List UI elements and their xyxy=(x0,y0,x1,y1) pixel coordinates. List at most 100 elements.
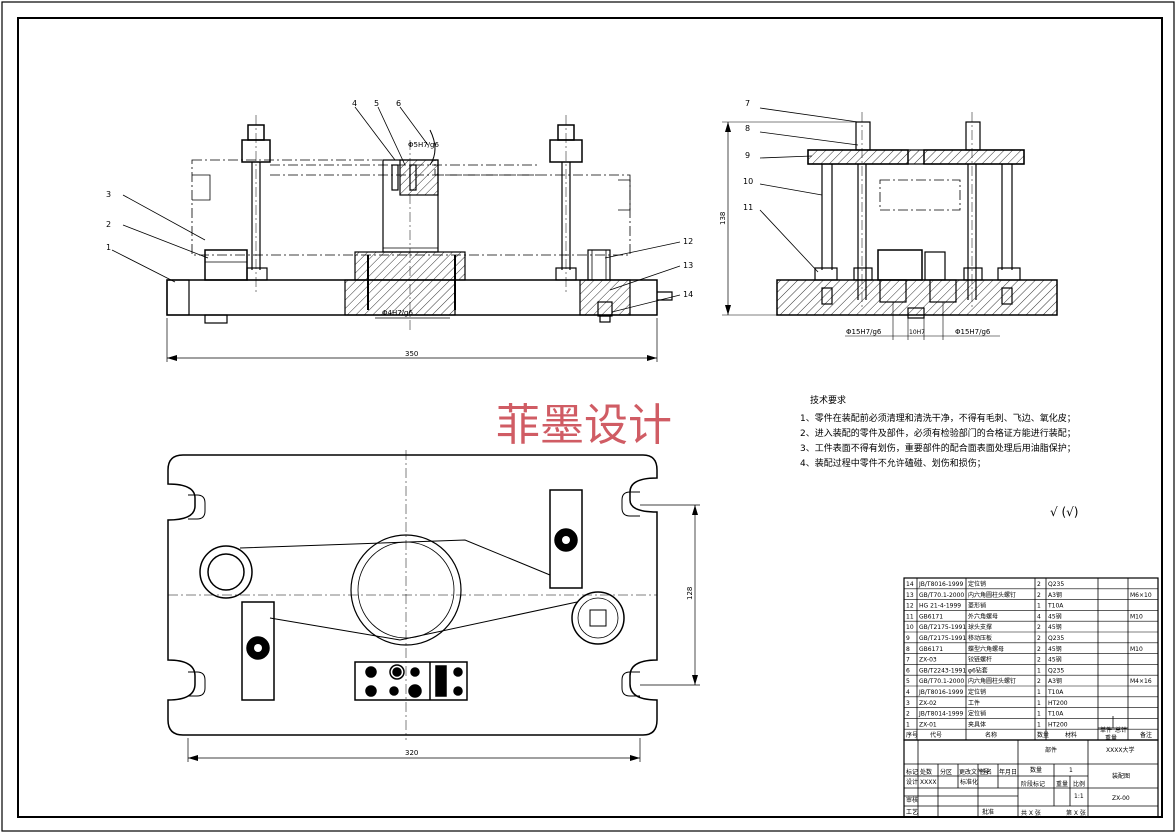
bom-cell: M10 xyxy=(1130,646,1143,653)
front-view xyxy=(111,106,681,362)
bom-cell: GB/T2175-1991 xyxy=(919,635,966,642)
callout-7: 7 xyxy=(745,99,750,108)
bom-cell: JB/T8016-1999 xyxy=(918,689,963,696)
tb-weight-label: 重量 xyxy=(1056,780,1068,788)
tech-requirements: 技术要求 1、零件在装配前必须清理和清洗干净，不得有毛刺、飞边、氧化皮； 2、进… xyxy=(800,394,1078,519)
inner-frame xyxy=(17,17,1163,818)
fit-side-mid: 10H7 xyxy=(909,329,925,336)
bom-cell: 1 xyxy=(1037,721,1041,728)
tb-designer-name: XXXX xyxy=(920,779,936,786)
bom-header-weight-cell: 重量 xyxy=(1105,734,1117,742)
side-view-labels: 7 8 9 10 11 138 Φ15H7/g6 10H7 Φ15H7/g6 xyxy=(719,99,991,336)
bom-cell: M6×10 xyxy=(1130,592,1152,599)
bom-cell: 2 xyxy=(1037,592,1041,599)
bom-cell: 9 xyxy=(906,635,910,642)
tb-part-label: 部件 xyxy=(1045,746,1057,754)
top-view xyxy=(167,450,700,762)
tb-sheet-no: 第 X 张 xyxy=(1066,809,1086,817)
bom-cell: GB6171 xyxy=(919,646,943,653)
callout-2: 2 xyxy=(106,220,111,229)
tb-zone-label: 分区 xyxy=(940,768,952,776)
bom-cell: 1 xyxy=(1037,689,1041,696)
bom-cell: 4 xyxy=(906,689,910,696)
bom-cell: JB/T8014-1999 xyxy=(918,711,963,718)
bom-cell: 8 xyxy=(906,646,910,653)
bom-cell: 4 xyxy=(1037,613,1041,620)
bom-cell: 45钢 xyxy=(1048,656,1062,664)
bom-cell: 外六角螺母 xyxy=(968,612,998,620)
dim-top-width: 320 xyxy=(405,749,418,757)
bom-cell: 2 xyxy=(1037,646,1041,653)
tb-drawing-no: ZX-00 xyxy=(1112,795,1130,802)
bom-cell: T10A xyxy=(1047,689,1064,696)
bom-cell: 7 xyxy=(906,657,910,664)
tb-stage-label: 阶段标记 xyxy=(1021,780,1045,788)
callout-13: 13 xyxy=(683,261,693,270)
bom-cell: 移动压板 xyxy=(968,634,992,642)
bom-cell: 铰链螺杆 xyxy=(968,656,992,664)
watermark: 菲墨设计 xyxy=(496,400,672,451)
front-view-labels: 1 2 3 4 5 6 12 13 14 350 Φ5H7/g6 Φ4H7/g6 xyxy=(106,99,693,358)
callout-1: 1 xyxy=(106,243,111,252)
bom-cell: GB/T2175-1991 xyxy=(919,624,966,631)
bom-cell: 3 xyxy=(906,700,910,707)
callout-10: 10 xyxy=(743,177,753,186)
bom-cell: 6 xyxy=(906,667,910,674)
callout-6: 6 xyxy=(396,99,401,108)
dim-front-width: 350 xyxy=(405,350,418,358)
side-view xyxy=(722,107,1058,340)
dim-top-height: 128 xyxy=(686,587,694,600)
roughness-symbol: √ (√) xyxy=(1050,505,1078,519)
bom-cell: φ6钻套 xyxy=(968,666,988,674)
bom-cell: GB/T2243-1991 xyxy=(919,667,966,674)
bom-header-cell: 代号 xyxy=(930,731,942,739)
tb-count-label: 处数 xyxy=(920,768,932,776)
bom-header-cell: 名称 xyxy=(985,731,997,739)
callout-3: 3 xyxy=(106,190,111,199)
tb-std-label: 标准化 xyxy=(960,778,978,786)
tb-designer-label: 设计 xyxy=(906,778,918,786)
bom-cell: 1 xyxy=(1037,667,1041,674)
tb-scale-label: 比例 xyxy=(1073,780,1085,788)
bom-cell: T10A xyxy=(1047,711,1064,718)
bom-cell: 蝶型六角螺母 xyxy=(968,645,1004,653)
bom-cell: ZX-01 xyxy=(919,721,937,728)
tb-school: XXXX大学 xyxy=(1106,746,1134,754)
bom-cell: GB6171 xyxy=(919,613,943,620)
bom-cell: 定位销 xyxy=(968,580,986,588)
bom-cell: 45钢 xyxy=(1048,623,1062,631)
tech-item-3: 3、工件表面不得有划伤，重要部件的配合面表面处理后用油脂保护； xyxy=(800,442,1076,454)
title-block xyxy=(903,739,1159,818)
callout-4: 4 xyxy=(352,99,357,108)
bom-header-cell: 备注 xyxy=(1140,731,1152,739)
callout-14: 14 xyxy=(683,290,693,299)
callout-8: 8 xyxy=(745,124,750,133)
bom-cell: 工件 xyxy=(968,699,980,707)
bom-cell: 内六角圆柱头螺钉 xyxy=(968,677,1016,685)
bom-cell: 14 xyxy=(906,581,914,588)
tb-approve-label: 批准 xyxy=(982,808,994,816)
dim-side-height: 138 xyxy=(719,212,727,225)
bom-cell: 1 xyxy=(906,721,910,728)
tb-qty-label: 数量 xyxy=(1030,766,1042,774)
bom-cell: 菱形销 xyxy=(968,602,986,610)
tb-mark-label: 标记 xyxy=(906,768,918,776)
top-view-labels: 320 128 xyxy=(405,587,694,757)
bom-cell: 12 xyxy=(906,603,914,610)
tb-doc-label: 更改文件号 xyxy=(959,768,989,776)
bom-cell: GB/T70.1-2000 xyxy=(919,592,964,599)
bom-cell: M10 xyxy=(1130,613,1143,620)
fit-side-left: Φ15H7/g6 xyxy=(846,328,882,336)
bom-cell: Q235 xyxy=(1048,667,1064,674)
fit-side-right: Φ15H7/g6 xyxy=(955,328,991,336)
bom-cell: 1 xyxy=(1037,603,1041,610)
bom-header-cell: 材料 xyxy=(1065,731,1077,739)
bom-cell: 2 xyxy=(1037,624,1041,631)
callout-11: 11 xyxy=(743,203,753,212)
tb-review-label: 审核 xyxy=(906,796,918,804)
bom-cell: 13 xyxy=(906,592,914,599)
tb-scale-value: 1:1 xyxy=(1074,793,1084,800)
